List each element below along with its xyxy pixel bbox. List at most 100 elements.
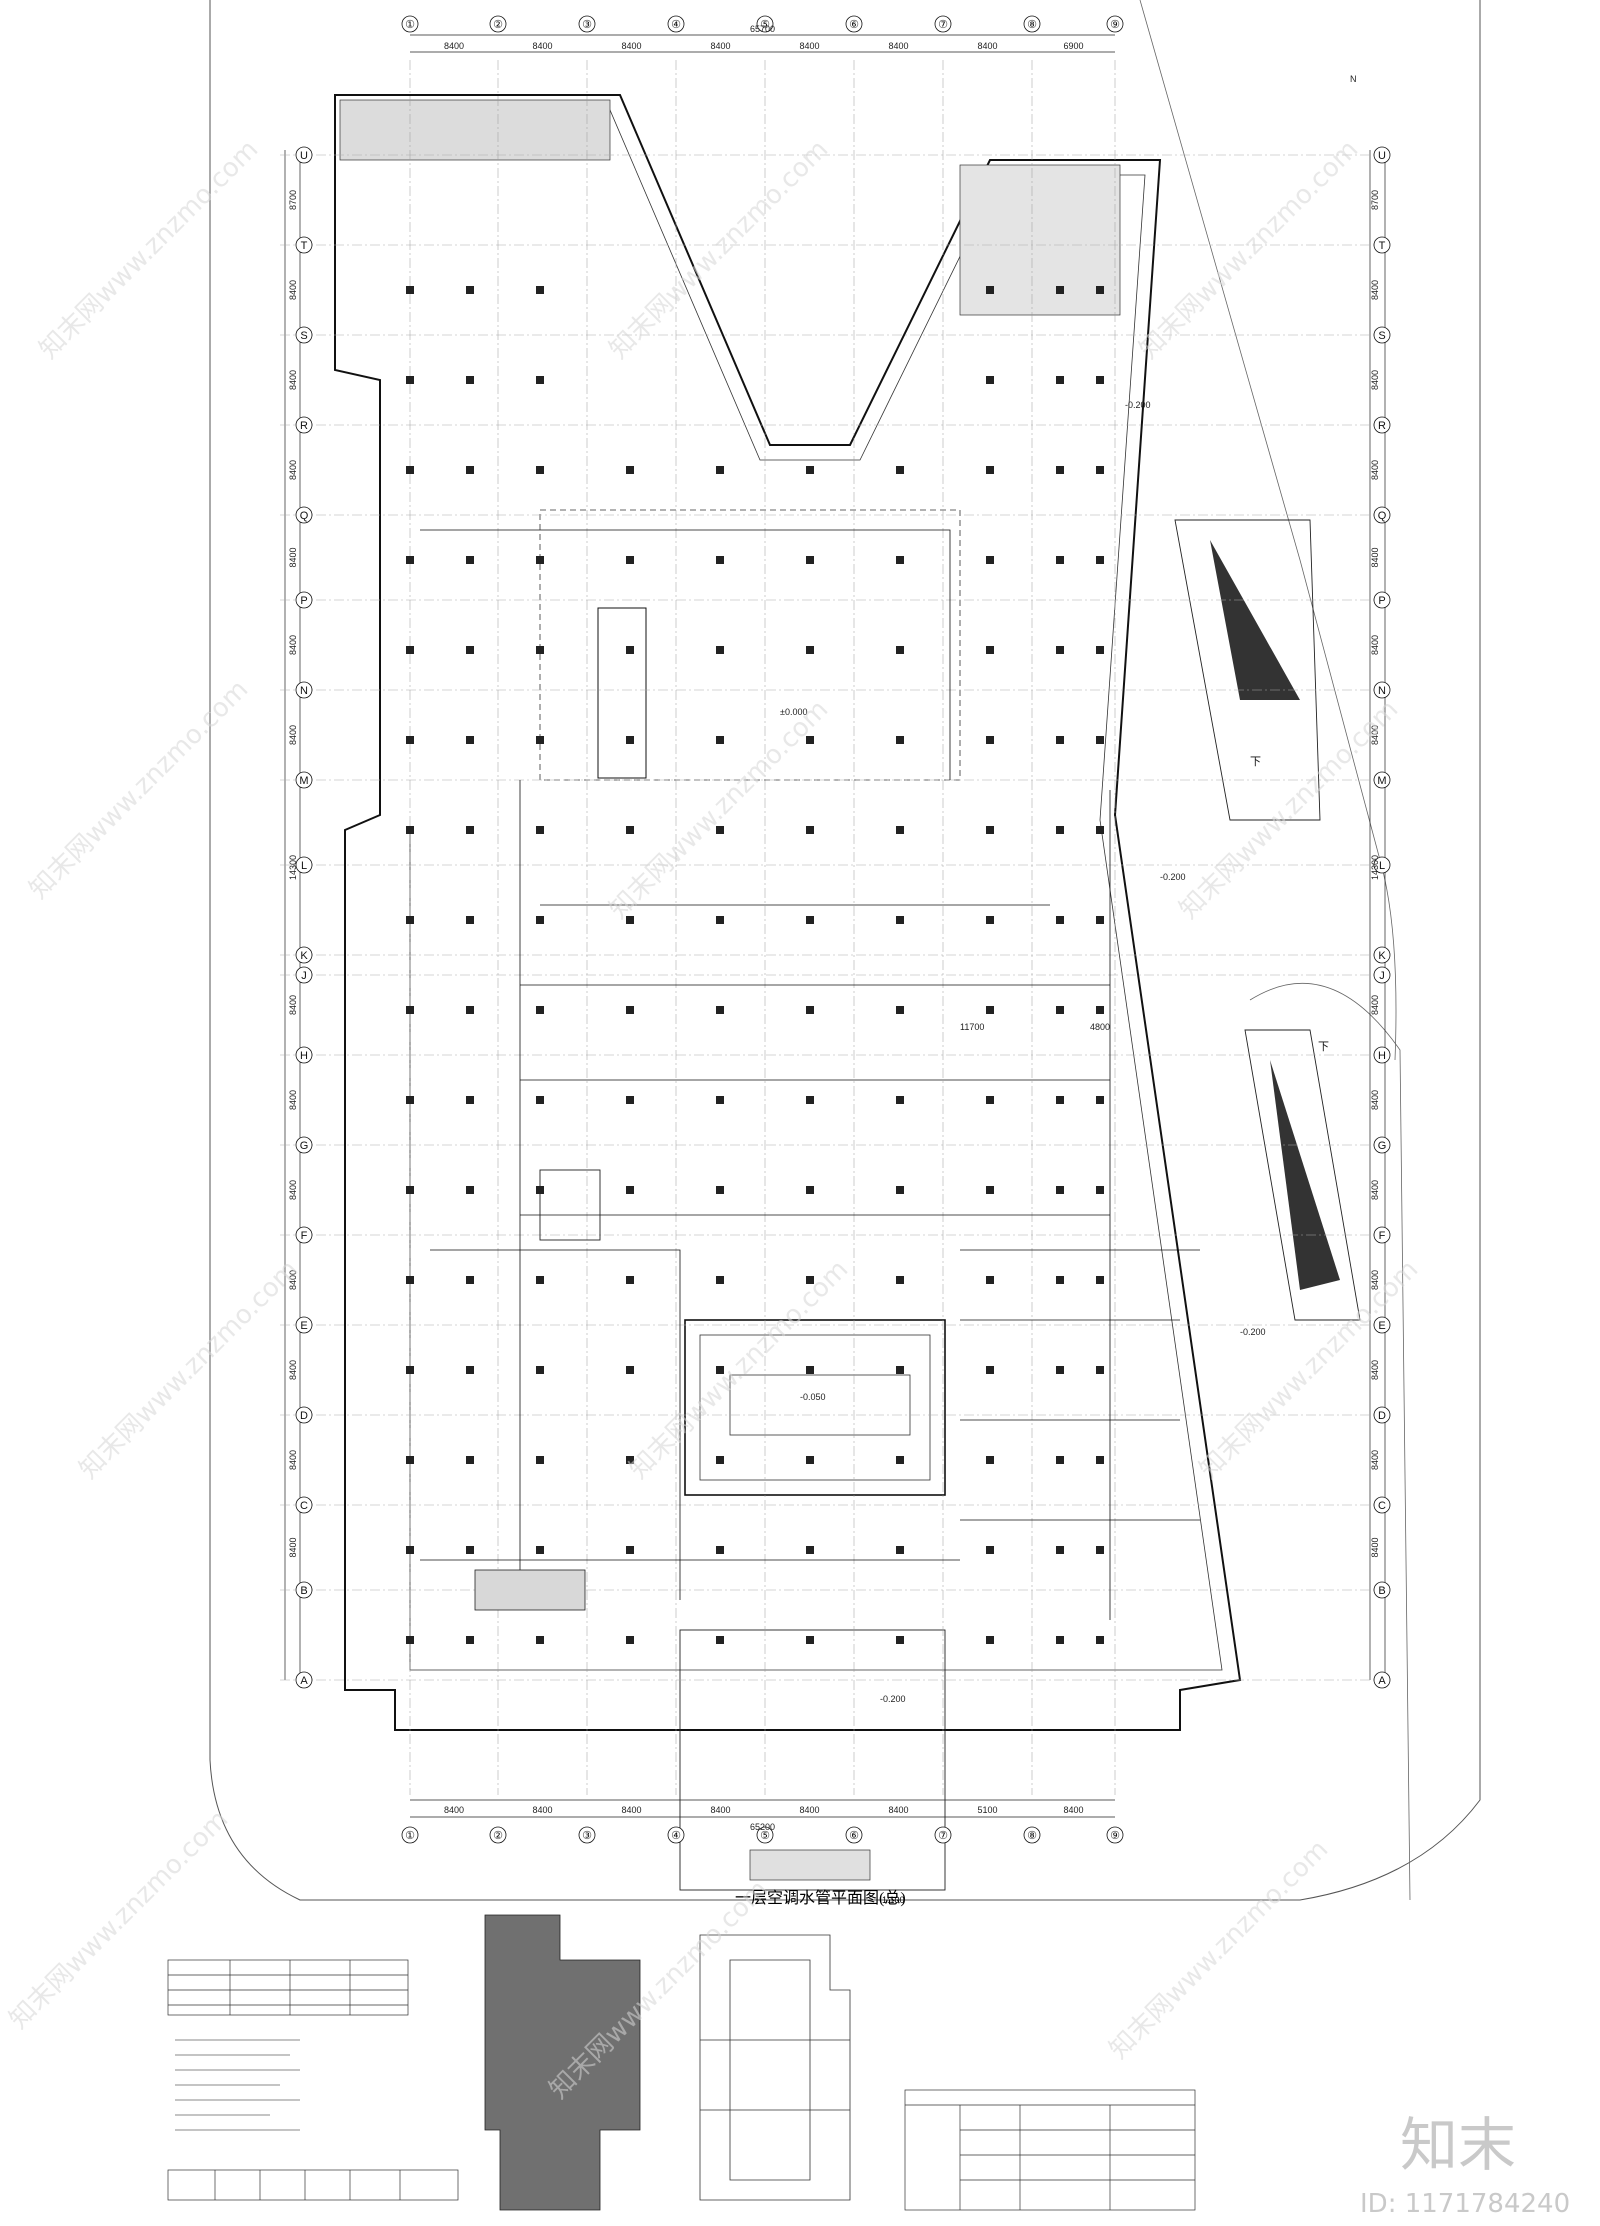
structural-column <box>896 1006 904 1014</box>
grid-col-label-top: ② <box>493 19 503 31</box>
level-3: -0.200 <box>1240 1327 1266 1337</box>
grid-col-label-top: ⑧ <box>1027 19 1037 31</box>
level-6: -0.050 <box>800 1392 826 1402</box>
grid-row-label-right: B <box>1378 1585 1385 1597</box>
grid-bubble-right: C <box>1373 1496 1391 1514</box>
grid-row-label-right: J <box>1379 970 1385 982</box>
structural-column <box>1096 646 1104 654</box>
structural-column <box>406 376 414 384</box>
structural-column <box>806 1186 814 1194</box>
structural-column <box>536 1276 544 1284</box>
grid-bubble-bottom: ③ <box>578 1826 596 1844</box>
grid-row-label-left: Q <box>300 510 309 522</box>
dim-left-bay: 14300 <box>288 855 298 880</box>
key-plan-outline <box>699 1934 851 2201</box>
structural-column <box>806 556 814 564</box>
grid-bubble-right: N <box>1373 681 1391 699</box>
dim-bottom-bay: 8400 <box>799 1805 819 1815</box>
structural-column <box>406 286 414 294</box>
dim-left-bay: 8400 <box>288 995 298 1015</box>
grid-bubble-right: Q <box>1373 506 1391 524</box>
inner-span-b: 4800 <box>1090 1022 1110 1032</box>
structural-column <box>466 1096 474 1104</box>
structural-column <box>716 1546 724 1554</box>
structural-column <box>1096 1366 1104 1374</box>
grid-bubble-left: E <box>295 1316 313 1334</box>
structural-column <box>986 1366 994 1374</box>
grid-col-label-bottom: ⑦ <box>938 1830 948 1842</box>
structural-column <box>406 1366 414 1374</box>
overall-dimension-top: 65700 <box>750 24 775 34</box>
dim-bottom-bay: 8400 <box>710 1805 730 1815</box>
level-1: -0.200 <box>1125 400 1151 410</box>
structural-column <box>806 1546 814 1554</box>
structural-column <box>406 1006 414 1014</box>
dimension-text: 8400840084008400840084008400840084008400… <box>288 41 1380 1815</box>
grid-col-label-bottom: ⑧ <box>1027 1830 1037 1842</box>
grid-bubble-top: ④ <box>667 15 685 33</box>
grid-bubble-left: A <box>295 1671 313 1689</box>
structural-column <box>1056 1366 1064 1374</box>
structural-column <box>896 1276 904 1284</box>
grid-bubble-left: C <box>295 1496 313 1514</box>
dim-left-bay: 8700 <box>288 190 298 210</box>
grid-row-label-left: N <box>300 685 308 697</box>
grid-bubble-left: H <box>295 1046 313 1064</box>
grid-bubble-top: ⑦ <box>934 15 952 33</box>
structural-column <box>466 736 474 744</box>
dim-left-bay: 8400 <box>288 1180 298 1200</box>
structural-column <box>986 1546 994 1554</box>
grid-bubble-right: E <box>1373 1316 1391 1334</box>
structural-column <box>406 1456 414 1464</box>
grid-row-label-left: K <box>300 950 308 962</box>
pool <box>729 1374 911 1436</box>
dim-right-bay: 8400 <box>1370 1090 1380 1110</box>
structural-column <box>626 1276 634 1284</box>
dim-top-bay: 8400 <box>710 41 730 51</box>
grid-row-label-left: T <box>301 240 308 252</box>
grid-row-label-right: G <box>1378 1140 1387 1152</box>
structural-column <box>466 376 474 384</box>
grid-bubble-top: ⑧ <box>1023 15 1041 33</box>
structural-column <box>716 736 724 744</box>
structural-column <box>1056 556 1064 564</box>
structural-column <box>986 916 994 924</box>
structural-column <box>896 1546 904 1554</box>
grid-col-label-top: ⑨ <box>1110 19 1120 31</box>
structural-column <box>1056 736 1064 744</box>
dim-bottom-bay: 8400 <box>621 1805 641 1815</box>
dimension-right <box>1369 150 1386 1680</box>
structural-column <box>1096 1186 1104 1194</box>
structural-column <box>536 646 544 654</box>
structural-column <box>406 1546 414 1554</box>
road-curve <box>1249 982 1411 1901</box>
grid-bubble-left: F <box>295 1226 313 1244</box>
grid-row-label-right: E <box>1378 1320 1385 1332</box>
grid-bubble-top: ⑤ <box>756 15 774 33</box>
structural-column <box>716 646 724 654</box>
structural-column <box>806 1456 814 1464</box>
grid-bubble-bottom: ⑦ <box>934 1826 952 1844</box>
grid-row-label-right: R <box>1378 420 1386 432</box>
grid-row-label-left: A <box>300 1675 308 1687</box>
structural-column <box>1056 1546 1064 1554</box>
grid-bubble-top: ⑥ <box>845 15 863 33</box>
ramp-bottom-label: 下 <box>1318 1041 1329 1053</box>
dim-right-bay: 8400 <box>1370 280 1380 300</box>
grid-bubble-top: ② <box>489 15 507 33</box>
site-boundary-left <box>209 0 1481 1901</box>
structural-column <box>626 1636 634 1644</box>
structural-column <box>1096 1456 1104 1464</box>
structural-column <box>1096 1276 1104 1284</box>
structural-column <box>466 1456 474 1464</box>
grid-bubble-left: M <box>295 771 313 789</box>
structural-column <box>986 826 994 834</box>
structural-column <box>896 556 904 564</box>
service-core <box>474 1569 586 1611</box>
structural-column <box>806 826 814 834</box>
structural-column <box>536 736 544 744</box>
dimension-bottom <box>410 1799 1115 1818</box>
grid-row-label-right: U <box>1378 150 1386 162</box>
dim-top-bay: 8400 <box>532 41 552 51</box>
